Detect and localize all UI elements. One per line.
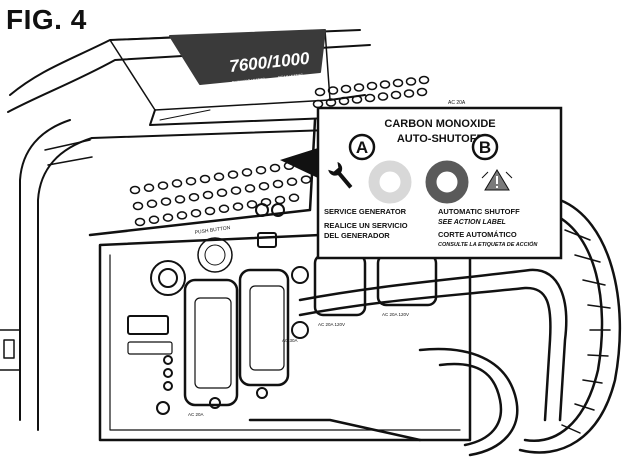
vent-slot <box>338 96 350 106</box>
vent-slot <box>405 77 417 86</box>
vent-slot <box>134 217 146 227</box>
vent-slot <box>255 165 267 175</box>
left-side-parts <box>0 139 93 371</box>
vent-slot <box>174 195 186 204</box>
vent-slot <box>188 192 200 202</box>
vent-slot <box>314 87 326 97</box>
vent-slot <box>157 181 169 190</box>
model-subtext-right: PEAK WATTS <box>278 72 304 80</box>
vent-slot <box>244 184 256 193</box>
vent-slot <box>403 89 415 98</box>
vent-slot <box>146 199 158 209</box>
vent-slot <box>366 81 378 91</box>
vent-slots <box>129 75 430 227</box>
vent-slot <box>377 92 389 101</box>
vent-slot <box>227 170 239 179</box>
a-text-english: SERVICE GENERATOR <box>324 207 407 216</box>
a-text-spanish-1: REALICE UN SERVICIO <box>324 221 408 230</box>
vent-slot <box>218 204 230 214</box>
vent-slot <box>269 163 281 173</box>
vent-slot <box>148 215 160 225</box>
b-text-spanish-sub: CONSULTE LA ETIQUETA DE ACCIÓN <box>438 241 538 248</box>
model-stripe <box>169 29 326 85</box>
vent-slot <box>351 95 363 104</box>
vent-slot <box>379 80 391 89</box>
panel-label-push: PUSH BUTTON <box>194 225 231 236</box>
vent-slot <box>216 188 228 198</box>
vent-slot <box>392 78 404 88</box>
vent-slot <box>204 206 216 216</box>
vent-slot <box>286 177 298 187</box>
vent-slot <box>202 190 214 200</box>
vent-slot <box>353 83 365 92</box>
amp-label-top: AC 20A <box>448 100 466 106</box>
outlet-label-2: AC 20A <box>188 412 204 417</box>
outlet-label-3: AC 20A 120V <box>318 322 345 327</box>
light-ring-indicator <box>368 160 412 204</box>
wheel <box>518 198 622 454</box>
vent-slot <box>246 200 258 209</box>
vent-slot <box>241 168 253 177</box>
vent-slot <box>416 87 428 97</box>
wrench-icon <box>328 162 353 189</box>
vent-slot <box>185 176 197 186</box>
vent-slot <box>132 201 144 211</box>
figure-label: FIG. 4 <box>6 4 87 35</box>
vent-slot <box>190 208 202 218</box>
b-text-spanish: CORTE AUTOMÁTICO <box>438 230 517 239</box>
badge-b-letter: B <box>479 138 491 157</box>
label-title-line1: CARBON MONOXIDE <box>384 118 495 130</box>
vent-slot <box>364 93 376 103</box>
vent-slot <box>160 197 172 206</box>
front-handle <box>248 268 568 457</box>
co-shutoff-label: CARBON MONOXIDE AUTO-SHUTOFF A B <box>316 106 563 260</box>
badge-b <box>471 133 499 161</box>
vent-slot <box>390 90 402 100</box>
vent-slot <box>199 174 211 184</box>
vent-slot <box>230 186 242 195</box>
vent-slot <box>300 175 312 184</box>
vent-slot <box>274 195 286 205</box>
callout-pointer <box>280 148 318 178</box>
model-subtext-left: RUNNING WATTS <box>232 77 266 85</box>
badge-a-letter: A <box>356 138 368 157</box>
b-text-english-sub: SEE ACTION LABEL <box>438 219 506 226</box>
vent-slot <box>325 98 337 107</box>
outlet-covers <box>183 253 438 407</box>
vent-slot <box>176 211 188 220</box>
panel-controls <box>127 203 309 415</box>
label-title-line2: AUTO-SHUTOFF <box>397 133 484 145</box>
vent-slot <box>272 179 284 189</box>
vent-slot <box>213 172 225 182</box>
b-text-english: AUTOMATIC SHUTOFF <box>438 207 520 216</box>
vent-slot <box>340 84 352 94</box>
vent-slot <box>288 193 300 203</box>
vent-slot <box>418 75 430 85</box>
vent-slot <box>129 185 141 195</box>
vent-slot <box>312 99 324 109</box>
outlet-label-4: AC 20A 120V <box>382 312 409 317</box>
vent-slot <box>232 202 244 211</box>
vent-slot <box>162 213 174 222</box>
a-text-spanish-2: DEL GENERADOR <box>324 231 390 240</box>
badge-a <box>348 133 376 161</box>
dark-ring-indicator <box>425 160 469 204</box>
vent-slot <box>327 86 339 95</box>
vent-slot <box>258 181 270 191</box>
warning-triangle-icon <box>481 169 513 191</box>
outlet-label-1: AC 30A <box>282 338 298 343</box>
vent-slot <box>171 179 183 188</box>
vent-slot <box>143 183 155 193</box>
